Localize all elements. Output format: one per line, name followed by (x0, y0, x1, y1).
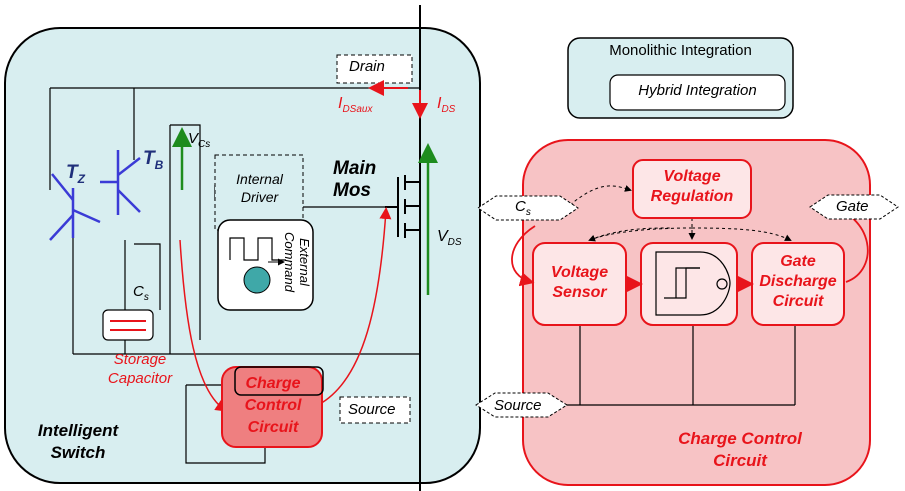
port-cs-label: Cs (515, 198, 531, 218)
legend-hybrid-box (609, 74, 786, 111)
idsaux-label: IDSaux (338, 95, 373, 116)
tz-transistor-icon (49, 173, 101, 241)
vcs-label: VCs (188, 130, 211, 150)
legend-hybrid-label: Hybrid Integration (638, 82, 757, 99)
vds-label: VDS (437, 228, 462, 249)
schmitt-trigger-icon (655, 251, 731, 316)
drain-label: Drain (349, 58, 385, 75)
ccc-wires (565, 325, 796, 406)
port-gate-diamond (809, 194, 899, 220)
cs-to-sensor-path (511, 225, 536, 287)
external-command-box (217, 219, 314, 311)
tb-label: TB (143, 148, 164, 172)
port-cs-diamond (477, 195, 579, 221)
port-gate-label: Gate (836, 198, 869, 215)
ccc-dotted-links (569, 185, 792, 242)
source-label: Source (348, 401, 396, 418)
command-source-icon (243, 266, 271, 294)
port-source-label: Source (494, 397, 542, 414)
main-mos-icon (385, 160, 421, 238)
port-source-diamond (475, 392, 568, 418)
tb-transistor-icon (100, 150, 141, 215)
cs-label: Cs (133, 283, 149, 303)
legend-monolithic-label: Monolithic Integration (609, 42, 752, 59)
tz-label: TZ (66, 162, 85, 186)
ccc-to-gate-path (317, 207, 392, 406)
drain-box (336, 54, 413, 84)
pulse-waveform-icon (229, 237, 286, 261)
ids-label: IDS (437, 95, 456, 116)
source-box (339, 396, 411, 424)
charge-control-inner-box (234, 366, 324, 396)
voltage-regulation-box (632, 159, 752, 219)
capacitor-box (102, 309, 154, 341)
cap-to-ccc-path (179, 239, 228, 412)
